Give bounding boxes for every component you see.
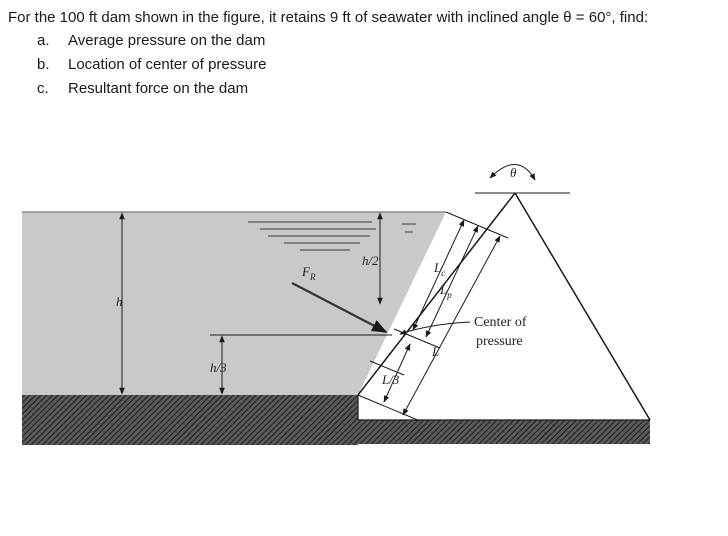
ground-hatch [22,395,358,445]
dam-downstream-face [514,192,651,421]
question-marker: a. [37,32,50,49]
h-half-label: h/2 [362,253,379,268]
force-label-sub: R [309,272,316,282]
question-item-c: c. Resultant force on the dam [8,77,720,101]
l-label: L [431,344,439,359]
question-item-b: b. Location of center of pressure [8,53,720,77]
question-item-a: a. Average pressure on the dam [8,29,720,53]
question-text: Resultant force on the dam [68,80,249,97]
resultant-force-arrow [291,282,388,333]
h-third-label: h/3 [210,360,227,375]
ground-hatch-base [358,420,650,444]
force-label-main: F [301,264,311,279]
l-dimension-line [402,235,501,416]
lp-label-main: L [439,282,447,297]
lp-label: Lp [439,282,452,300]
problem-text: For the 100 ft dam shown in the figure, … [8,6,720,101]
question-text: Average pressure on the dam [68,32,266,49]
seawater-region [22,212,446,395]
resultant-force-label: FR [301,264,316,282]
center-of-pressure-label-line1: Center of [474,315,527,330]
question-marker: b. [37,56,50,73]
question-list: a. Average pressure on the dam b. Locati… [8,29,720,101]
question-text: Location of center of pressure [68,56,267,73]
problem-statement: For the 100 ft dam shown in the figure, … [8,9,649,26]
water-surface-ripples [248,221,416,251]
lc-label: Lc [433,260,445,278]
l-third-label: L/3 [381,372,400,387]
lc-label-main: L [433,260,441,275]
theta-arc [489,164,536,181]
l-third-dimension-line [383,343,411,403]
h-label: h [116,294,123,309]
question-marker: c. [37,80,49,97]
center-of-pressure-label-line2: pressure [476,334,523,349]
theta-label: θ [510,165,517,180]
lp-label-sub: p [446,290,452,300]
center-of-pressure-leader [399,321,471,335]
lc-label-sub: c [441,268,445,278]
